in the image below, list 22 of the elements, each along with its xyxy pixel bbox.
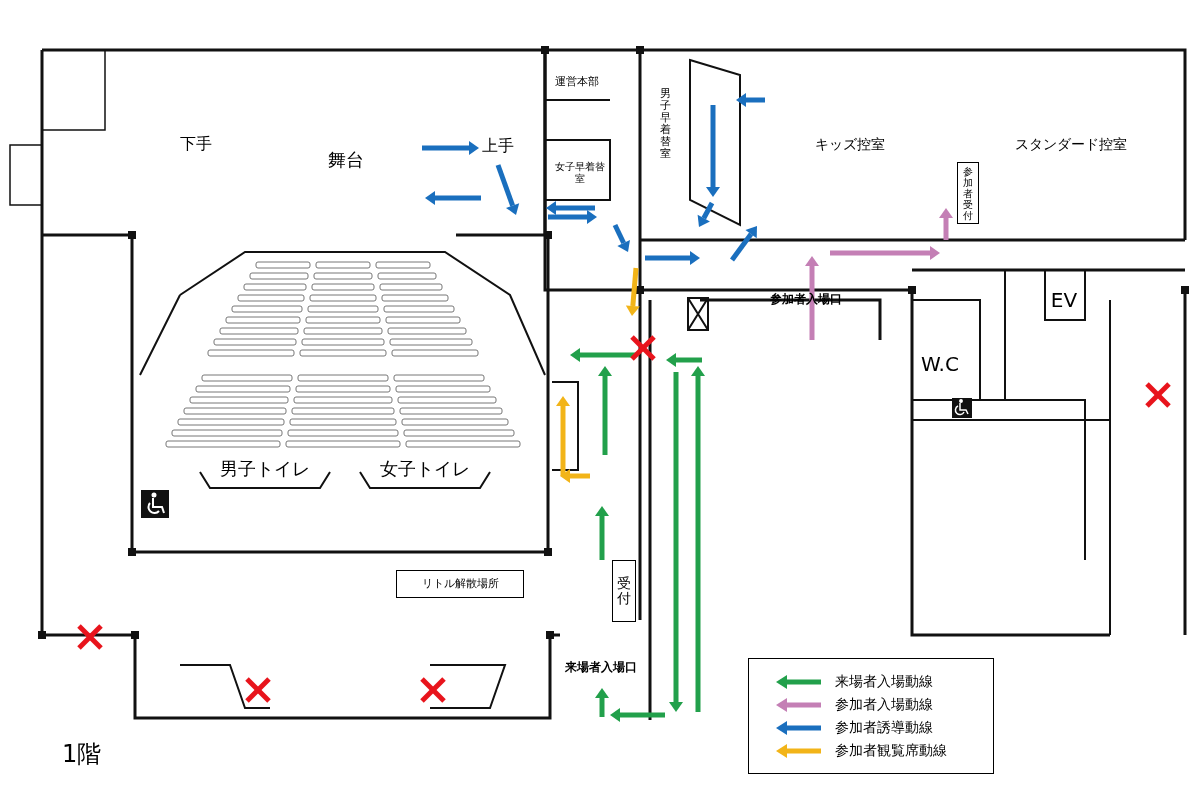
legend-label: 参加者誘導動線 bbox=[835, 718, 933, 737]
room: 運営本部 bbox=[548, 62, 606, 102]
room: 男子トイレ bbox=[200, 452, 330, 486]
area-label: 上手 bbox=[482, 135, 514, 157]
legend-label: 参加者観覧席動線 bbox=[835, 741, 947, 760]
room: 女子早着替室 bbox=[553, 155, 607, 191]
area-label: スタンダード控室 bbox=[1015, 135, 1127, 154]
elevator: EV bbox=[1046, 286, 1082, 314]
area-label: キッズ控室 bbox=[815, 135, 885, 154]
area-label: 来場者入場口 bbox=[565, 659, 637, 676]
legend-label: 参加者入場動線 bbox=[835, 695, 933, 714]
legend-label: 来場者入場動線 bbox=[835, 672, 933, 691]
room: 女子トイレ bbox=[360, 452, 490, 486]
sign-box: リトル解散場所 bbox=[396, 570, 524, 598]
sign-box: 参加者受付 bbox=[957, 162, 979, 224]
room: W.C bbox=[916, 346, 964, 382]
area-label: 1階 bbox=[62, 739, 102, 770]
area-label: 舞台 bbox=[328, 148, 364, 172]
sign-box: 受付 bbox=[612, 560, 636, 622]
room: 男子早着替室 bbox=[652, 78, 678, 170]
area-label: 下手 bbox=[180, 133, 212, 155]
area-label: 参加者入場口 bbox=[770, 291, 842, 308]
